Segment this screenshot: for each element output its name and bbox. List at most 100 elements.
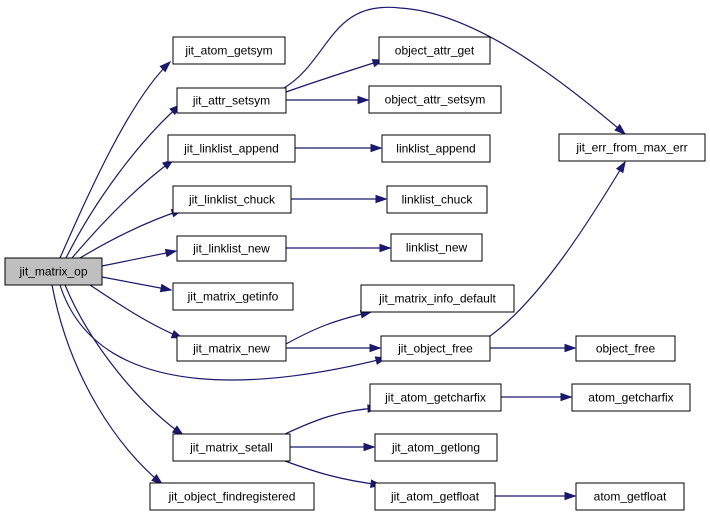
arrowhead-icon [151, 474, 164, 485]
node-box[interactable] [558, 133, 706, 162]
node-box[interactable] [172, 282, 294, 311]
node-label: object_attr_setsym [385, 93, 486, 107]
edge-line [65, 104, 181, 259]
node-jit-atom-getcharfix[interactable]: jit_atom_getcharfix [369, 383, 502, 412]
node-label: object_attr_get [395, 44, 475, 58]
node-object-free[interactable]: object_free [575, 335, 676, 362]
node-object-attr-setsym[interactable]: object_attr_setsym [368, 85, 502, 114]
edge-line [64, 284, 184, 436]
node-box[interactable] [167, 134, 296, 163]
node-linklist-new[interactable]: linklist_new [390, 233, 483, 262]
node-box[interactable] [380, 335, 491, 362]
arrowhead-icon [564, 491, 577, 501]
edge-line [285, 311, 372, 345]
node-atom-getcharfix[interactable]: atom_getcharfix [571, 383, 691, 412]
node-jit-matrix-op[interactable]: jit_matrix_op [4, 257, 103, 286]
node-atom-getfloat[interactable]: atom_getfloat [575, 482, 685, 511]
node-label: jit_matrix_getinfo [187, 290, 279, 304]
node-label: jit_atom_getcharfix [384, 391, 486, 405]
node-jit-matrix-info-default[interactable]: jit_matrix_info_default [360, 284, 515, 313]
node-label: jit_object_findregistered [168, 490, 296, 504]
node-jit-attr-setsym[interactable]: jit_attr_setsym [176, 87, 287, 114]
edge-line [101, 250, 177, 267]
edge-jit_atom_getfloat-to-atom_getfloat [495, 491, 577, 501]
arrowhead-icon [363, 442, 376, 452]
node-jit-atom-getlong[interactable]: jit_atom_getlong [374, 433, 498, 462]
edge-jit_matrix_op-to-jit_matrix_getinfo [101, 276, 173, 293]
node-linklist-chuck[interactable]: linklist_chuck [386, 185, 488, 214]
node-label: object_free [596, 342, 656, 356]
node-box[interactable] [390, 233, 483, 262]
node-label: jit_err_from_max_err [575, 141, 687, 155]
node-box[interactable] [176, 335, 287, 362]
edge-line [59, 61, 171, 259]
node-box[interactable] [575, 335, 676, 362]
edge-line [284, 460, 382, 486]
arrowhead-icon [614, 123, 627, 135]
node-jit-err-from-max-err[interactable]: jit_err_from_max_err [558, 133, 706, 162]
node-jit-object-findregistered[interactable]: jit_object_findregistered [149, 482, 315, 511]
node-label: jit_matrix_setall [189, 441, 273, 455]
node-box[interactable] [149, 482, 315, 511]
edge-jit_matrix_new-to-jit_object_free [286, 343, 382, 353]
node-jit-matrix-setall[interactable]: jit_matrix_setall [172, 433, 291, 462]
node-box[interactable] [369, 383, 502, 412]
edge-jit_matrix_setall-to-jit_atom_getlong [290, 442, 376, 452]
edge-line [59, 284, 387, 381]
node-box[interactable] [172, 36, 286, 65]
nodes-layer: jit_matrix_op jit_atom_getsym jit_attr_set… [4, 36, 706, 511]
node-jit-atom-getfloat[interactable]: jit_atom_getfloat [374, 482, 496, 511]
node-label: linklist_chuck [402, 193, 474, 207]
edge-line [285, 59, 384, 93]
edges-layer [51, 6, 627, 501]
node-box[interactable] [378, 36, 491, 65]
edge-jit_object_free-to-jit_err_from_max_err [489, 160, 626, 337]
node-label: linklist_new [406, 241, 468, 255]
edge-line [489, 161, 626, 337]
node-box[interactable] [374, 433, 498, 462]
node-box[interactable] [172, 185, 292, 214]
node-box[interactable] [176, 235, 287, 262]
node-label: jit_attr_setsym [192, 94, 270, 108]
node-jit-object-free[interactable]: jit_object_free [380, 335, 491, 362]
node-jit-atom-getsym[interactable]: jit_atom_getsym [172, 36, 286, 65]
node-box[interactable] [368, 85, 502, 114]
edge-jit_matrix_new-to-jit_matrix_info_default [285, 310, 373, 345]
arrowhead-icon [615, 160, 626, 174]
node-linklist-append[interactable]: linklist_append [381, 134, 491, 163]
node-label: jit_matrix_info_default [378, 292, 496, 306]
node-label: jit_atom_getfloat [390, 490, 480, 504]
node-box[interactable] [386, 185, 488, 214]
edge-jit_matrix_op-to-jit_linklist_new [101, 248, 178, 267]
node-box[interactable] [172, 433, 291, 462]
arrowhead-icon [370, 143, 383, 153]
edge-jit_linklist_new-to-linklist_new [286, 243, 392, 253]
node-box[interactable] [4, 257, 103, 286]
node-box[interactable] [575, 482, 685, 511]
edge-line [79, 209, 183, 259]
edge-jit_matrix_op-to-jit_object_findregistered [51, 284, 164, 485]
node-label: jit_linklist_append [183, 142, 279, 156]
edge-line [283, 6, 626, 135]
node-box[interactable] [571, 383, 691, 412]
edge-jit_matrix_op-to-jit_matrix_new [89, 284, 184, 339]
node-label: jit_object_free [397, 342, 473, 356]
node-box[interactable] [374, 482, 496, 511]
node-jit-linklist-chuck[interactable]: jit_linklist_chuck [172, 185, 292, 214]
node-label: linklist_append [396, 142, 475, 156]
node-object-attr-get[interactable]: object_attr_get [378, 36, 491, 65]
arrowhead-icon [560, 392, 573, 402]
arrowhead-icon [375, 194, 388, 204]
node-jit-matrix-new[interactable]: jit_matrix_new [176, 335, 287, 362]
node-jit-matrix-getinfo[interactable]: jit_matrix_getinfo [172, 282, 294, 311]
node-box[interactable] [176, 87, 287, 114]
node-jit-linklist-new[interactable]: jit_linklist_new [176, 235, 287, 262]
arrowhead-icon [159, 283, 173, 293]
edge-jit_matrix_setall-to-jit_atom_getcharfix [284, 404, 380, 435]
node-label: jit_atom_getlong [391, 441, 480, 455]
arrowhead-icon [379, 243, 392, 253]
node-box[interactable] [360, 284, 515, 313]
node-jit-linklist-append[interactable]: jit_linklist_append [167, 134, 296, 163]
arrowhead-icon [159, 60, 172, 73]
node-box[interactable] [381, 134, 491, 163]
